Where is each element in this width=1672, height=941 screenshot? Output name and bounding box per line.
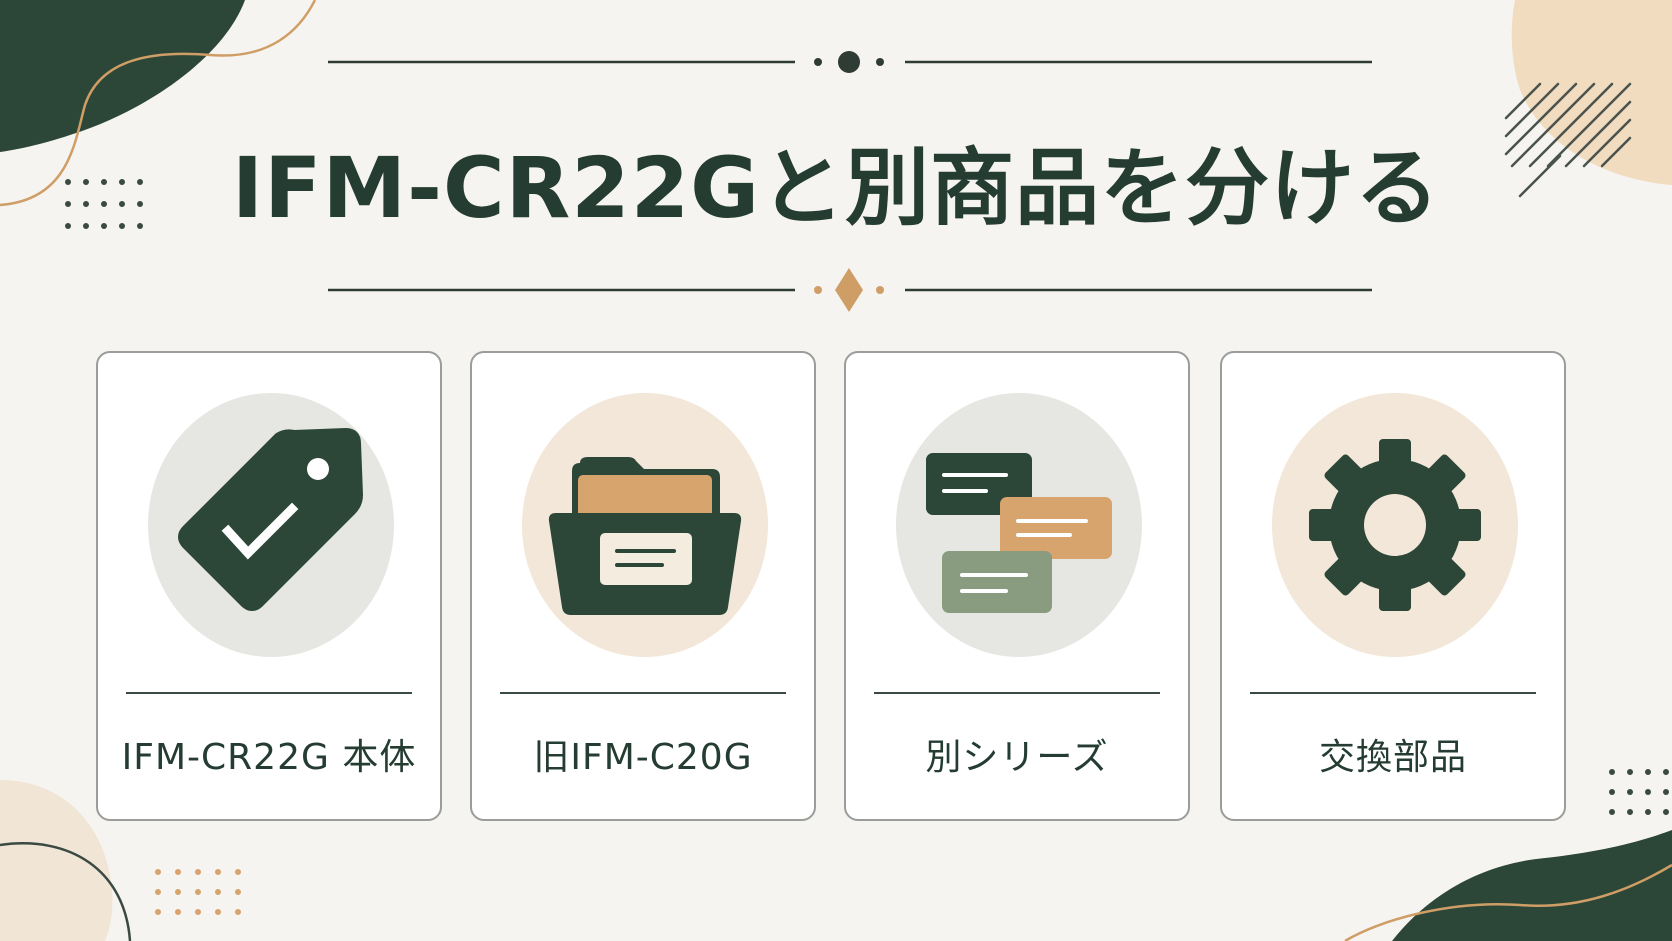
top-left-dot-grid — [65, 179, 143, 229]
bottom-left-beige-blob — [0, 780, 113, 941]
card-label: 旧IFM-C20G — [533, 737, 753, 778]
card-divider — [1250, 692, 1536, 694]
page-title: IFM-CR22Gと別商品を分ける — [231, 139, 1441, 237]
bottom-right-dark-blob — [1392, 830, 1672, 941]
card-replacement-parts: 交換部品 — [1220, 351, 1566, 821]
card-label: IFM-CR22G 本体 — [121, 737, 417, 778]
card-other-series: 別シリーズ — [844, 351, 1190, 821]
top-left-dark-blob — [0, 0, 245, 152]
card-main-unit: IFM-CR22G 本体 — [96, 351, 442, 821]
bottom-right-dot-grid — [1609, 769, 1669, 815]
card-divider — [874, 692, 1160, 694]
file-folder-icon — [548, 457, 742, 615]
card-label: 別シリーズ — [925, 737, 1109, 778]
card-divider — [500, 692, 786, 694]
checked-tag-icon — [178, 428, 363, 611]
card-label: 交換部品 — [1318, 737, 1467, 778]
top-right-tan-blob — [1511, 0, 1672, 185]
card-old-model: 旧IFM-C20G — [470, 351, 816, 821]
bottom-right-tan-curve — [1344, 863, 1672, 941]
stacked-cards-icon — [926, 453, 1112, 613]
top-right-hatch — [1504, 82, 1632, 198]
top-left-tan-curve — [0, 0, 317, 207]
bottom-ornament-divider — [328, 268, 1372, 312]
bottom-left-dark-arc — [0, 842, 132, 941]
top-ornament-divider — [328, 51, 1372, 73]
card-divider — [126, 692, 412, 694]
bottom-left-tan-dot-grid — [155, 869, 241, 915]
gear-icon — [1309, 439, 1481, 611]
